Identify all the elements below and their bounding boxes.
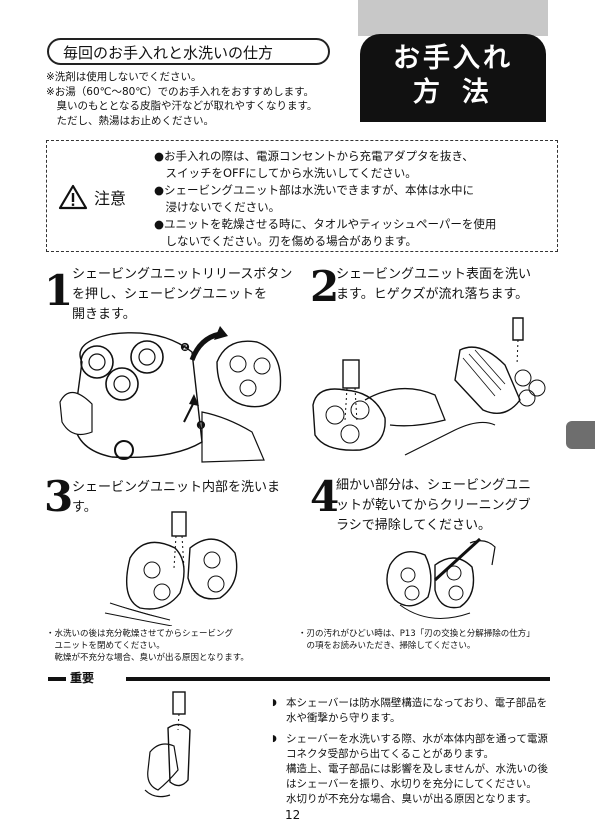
important-label: 重要 xyxy=(70,671,95,685)
footnote-line: ・水洗いの後は充分乾燥させてからシェービング xyxy=(46,629,234,639)
important-divider xyxy=(48,675,550,683)
page-number: 12 xyxy=(285,808,301,822)
caution-line: しないでください。刃を傷める場合があります。 xyxy=(154,234,418,248)
important-line: 本シェーバーは防水隔壁構造になっており、電子部品を xyxy=(286,697,548,709)
footnote-left: ・水洗いの後は充分乾燥させてからシェービング ユニットを閉めてください。 乾燥が… xyxy=(46,628,296,664)
note-line: ただし、熱湯はお止めください。 xyxy=(46,114,214,127)
step-4-number: 4 xyxy=(310,472,340,521)
caution-line: ●お手入れの際は、電源コンセントから充電アダプタを抜き、 xyxy=(154,149,474,163)
step-2-number: 2 xyxy=(310,262,340,311)
step-4-text: 細かい部分は、シェービングユニ ットが乾いてからクリーニングブ ラシで掃除してく… xyxy=(336,476,551,536)
step-3-illustration xyxy=(104,511,238,626)
step-1-number: 1 xyxy=(44,266,74,315)
step-line: 細かい部分は、シェービングユニ xyxy=(336,478,532,493)
caution-box xyxy=(46,140,558,252)
subheading: 毎回のお手入れと水洗いの仕方 xyxy=(47,38,330,65)
step-line: ラシで掃除してください。 xyxy=(336,518,491,533)
step-1-marker-1: ❶ xyxy=(196,419,206,432)
caution-line: ●ユニットを乾燥させる時に、タオルやティッシュペーパーを使用 xyxy=(154,217,497,231)
important-illustration xyxy=(144,691,191,798)
step-4-illustration xyxy=(386,537,496,619)
step-1-illustration xyxy=(59,326,282,463)
step-2-text: シェービングユニット表面を洗い ます。ヒゲクズが流れ落ちます。 xyxy=(336,265,551,305)
step-1-marker-2: ❷ xyxy=(180,341,190,354)
caution-text: ●お手入れの際は、電源コンセントから充電アダプタを抜き、 スイッチをOFFにして… xyxy=(154,148,549,250)
footnote-line: 乾燥が不充分な場合、臭いが出る原因となります。 xyxy=(46,653,249,663)
footnote-line: ユニットを閉めてください。 xyxy=(46,641,165,651)
note-line: 臭いのもととなる皮脂や汗などが取れやすくなります。 xyxy=(46,100,318,112)
step-3-number: 3 xyxy=(44,472,74,521)
step-1-text: シェービングユニットリリースボタン を押し、シェービングユニットを 開きます。 xyxy=(72,265,297,325)
note-line: ※洗剤は使用しないでください。 xyxy=(46,71,202,83)
step-line: ットが乾いてからクリーニングブ xyxy=(336,498,531,513)
bullet-icon: ◗ xyxy=(272,734,277,744)
important-line: 構造上、電子部品には影響を及しませんが、水洗いの後 xyxy=(286,763,548,775)
caution-line: スイッチをOFFにしてから水洗いしてください。 xyxy=(154,166,417,180)
step-line: を押し、シェービングユニットを xyxy=(72,287,268,302)
footnote-line: の項をお読みいただき、掃除してください。 xyxy=(298,641,476,651)
step-line: シェービングユニットリリースボタン xyxy=(72,267,293,282)
caution-label: 注意 xyxy=(58,184,126,210)
step-line: ます。ヒゲクズが流れ落ちます。 xyxy=(336,287,529,302)
footnote-line: ・刃の汚れがひどい時は、P13「刃の交換と分解掃除の仕方」 xyxy=(298,629,535,639)
important-item: ◗ シェーバーを水洗いする際、水が本体内部を通って電源 コネクタ受部から出てくる… xyxy=(272,732,557,807)
section-title-line1: お手入れ xyxy=(393,43,513,74)
caution-line: ●シェービングユニット部は水洗いできますが、本体は水中に xyxy=(154,183,474,197)
footnote-right: ・刃の汚れがひどい時は、P13「刃の交換と分解掃除の仕方」 の項をお読みいただき… xyxy=(298,628,558,652)
step-2-illustration xyxy=(312,317,546,456)
step-line: 開きます。 xyxy=(72,307,136,322)
section-title-line2: 方法 xyxy=(413,77,511,108)
step-3-text: シェービングユニット内部を洗います。 xyxy=(72,478,297,518)
step-line: シェービングユニット表面を洗い xyxy=(336,267,532,282)
note-line: ※お湯（60℃～80℃）でのお手入れをおすすめします。 xyxy=(46,85,315,98)
important-line: 水や衝撃から守ります。 xyxy=(286,712,401,724)
section-title-box: お手入れ 方法 xyxy=(360,34,546,122)
important-line: 水切りが不充分な場合、臭いが出る原因となります。 xyxy=(286,793,537,805)
important-text: ◗ 本シェーバーは防水隔壁構造になっており、電子部品を 水や衝撃から守ります。 … xyxy=(272,696,557,813)
notes-block: ※洗剤は使用しないでください。 ※お湯（60℃～80℃）でのお手入れをおすすめし… xyxy=(46,70,356,128)
important-line: コネクタ受部から出てくることがあります。 xyxy=(286,748,495,760)
chapter-tab xyxy=(566,421,595,449)
warning-triangle-icon xyxy=(58,184,88,210)
caution-line: 浸けないでください。 xyxy=(154,200,281,214)
caution-label-text: 注意 xyxy=(94,189,127,208)
header-gray-bar xyxy=(358,0,548,36)
bullet-icon: ◗ xyxy=(272,698,277,708)
important-line: シェーバーを水洗いする際、水が本体内部を通って電源 xyxy=(286,733,548,745)
important-line: はシェーバーを振り、水切りを充分にしてください。 xyxy=(286,778,537,790)
important-item: ◗ 本シェーバーは防水隔壁構造になっており、電子部品を 水や衝撃から守ります。 xyxy=(272,696,557,726)
step-line: シェービングユニット内部を洗います。 xyxy=(72,480,281,515)
